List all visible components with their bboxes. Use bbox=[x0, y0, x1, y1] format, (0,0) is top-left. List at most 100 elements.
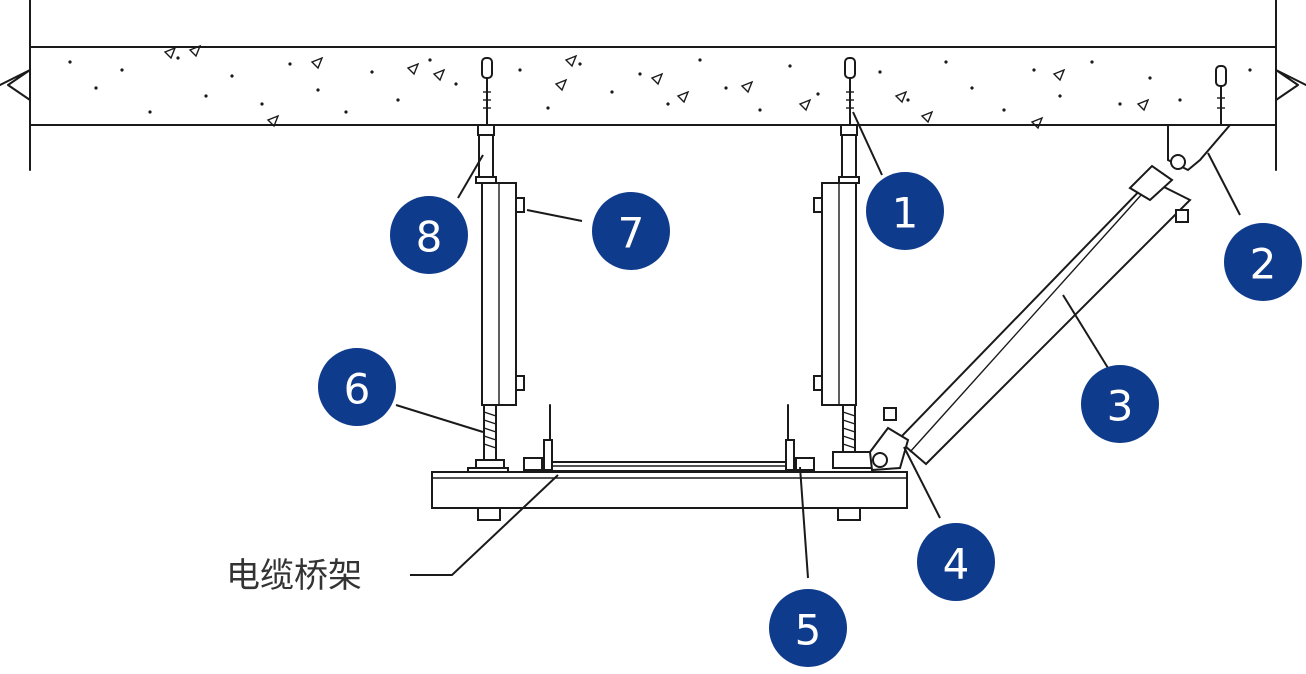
callout-badges: 1 2 3 4 5 6 7 8 bbox=[318, 172, 1302, 667]
badge-circle bbox=[769, 589, 847, 667]
leader-2 bbox=[1207, 152, 1241, 216]
aggregate-speck bbox=[758, 108, 762, 112]
badge-8: 8 bbox=[390, 196, 468, 274]
badge-circle bbox=[917, 523, 995, 601]
badge-5: 5 bbox=[769, 589, 847, 667]
aggregate-stone bbox=[432, 68, 446, 82]
badge-number: 6 bbox=[344, 365, 371, 414]
aggregate-speck bbox=[176, 56, 180, 60]
cable-tray-label: 电缆桥架 bbox=[226, 556, 362, 596]
badge-2: 2 bbox=[1224, 223, 1302, 301]
aggregate-speck bbox=[944, 60, 948, 64]
aggregate-stone bbox=[310, 56, 324, 70]
badge-number: 3 bbox=[1107, 382, 1134, 431]
aggregate-stone bbox=[1136, 98, 1150, 112]
aggregate-speck bbox=[260, 102, 264, 106]
aggregate-speck bbox=[1118, 102, 1122, 106]
concrete-slab bbox=[0, 0, 1306, 171]
aggregate-speck bbox=[666, 102, 670, 106]
badge-number: 2 bbox=[1250, 240, 1277, 289]
aggregate-speck bbox=[344, 110, 348, 114]
aggregate-stone bbox=[163, 46, 177, 60]
aggregate-speck bbox=[578, 62, 582, 66]
aggregate-speck bbox=[698, 58, 702, 62]
aggregate-stone bbox=[740, 80, 754, 94]
aggregate-stone bbox=[676, 90, 690, 104]
aggregate-speck bbox=[518, 68, 522, 72]
aggregate-speck bbox=[148, 110, 152, 114]
leader-3 bbox=[1062, 294, 1109, 369]
concrete-aggregate-texture bbox=[68, 44, 1252, 130]
aggregate-speck bbox=[230, 74, 234, 78]
badge-circle bbox=[592, 192, 670, 270]
diagonal-brace bbox=[868, 124, 1233, 472]
aggregate-speck bbox=[1090, 60, 1094, 64]
aggregate-stone bbox=[798, 98, 812, 112]
badge-circle bbox=[1224, 223, 1302, 301]
aggregate-speck bbox=[724, 86, 728, 90]
anchor-bolt-left bbox=[481, 57, 493, 126]
aggregate-stone bbox=[188, 44, 202, 58]
aggregate-speck bbox=[970, 86, 974, 90]
aggregate-speck bbox=[1002, 108, 1006, 112]
aggregate-speck bbox=[370, 70, 374, 74]
aggregate-speck bbox=[638, 72, 642, 76]
badge-circle bbox=[866, 172, 944, 250]
aggregate-stone bbox=[1052, 68, 1066, 82]
left-hanger bbox=[467, 124, 525, 521]
aggregate-speck bbox=[788, 64, 792, 68]
badge-1: 1 bbox=[866, 172, 944, 250]
badge-circle bbox=[318, 348, 396, 426]
leader-4 bbox=[903, 446, 941, 519]
badge-number: 1 bbox=[892, 189, 919, 238]
bottom-beam bbox=[431, 471, 908, 509]
badge-circle bbox=[390, 196, 468, 274]
aggregate-speck bbox=[816, 92, 820, 96]
leader-8 bbox=[457, 154, 484, 199]
aggregate-speck bbox=[68, 60, 72, 64]
badge-7: 7 bbox=[592, 192, 670, 270]
right-hanger bbox=[813, 124, 874, 521]
anchor-bolt-right bbox=[844, 57, 856, 126]
aggregate-stone bbox=[554, 78, 568, 92]
aggregate-speck bbox=[204, 94, 208, 98]
cable-tray bbox=[523, 404, 815, 472]
leader-6 bbox=[395, 404, 484, 433]
aggregate-stone bbox=[650, 72, 664, 86]
aggregate-speck bbox=[94, 86, 98, 90]
aggregate-speck bbox=[288, 62, 292, 66]
aggregate-stone bbox=[920, 110, 934, 124]
anchor-bolt-brace bbox=[1215, 65, 1227, 126]
aggregate-stone bbox=[1030, 116, 1044, 130]
leader-5 bbox=[799, 466, 809, 579]
aggregate-speck bbox=[428, 58, 432, 62]
aggregate-speck bbox=[316, 88, 320, 92]
badge-number: 4 bbox=[943, 540, 970, 589]
aggregate-stone bbox=[406, 62, 420, 76]
aggregate-speck bbox=[546, 106, 550, 110]
badge-number: 8 bbox=[416, 213, 443, 262]
badge-3: 3 bbox=[1081, 365, 1159, 443]
aggregate-speck bbox=[1032, 68, 1036, 72]
aggregate-stone bbox=[894, 90, 908, 104]
leader-1 bbox=[852, 111, 883, 176]
badge-circle bbox=[1081, 365, 1159, 443]
aggregate-speck bbox=[120, 68, 124, 72]
badge-4: 4 bbox=[917, 523, 995, 601]
aggregate-speck bbox=[1178, 98, 1182, 102]
aggregate-speck bbox=[396, 98, 400, 102]
leader-7 bbox=[526, 209, 583, 222]
aggregate-speck bbox=[610, 90, 614, 94]
aggregate-speck bbox=[1148, 76, 1152, 80]
aggregate-speck bbox=[454, 82, 458, 86]
aggregate-speck bbox=[1248, 68, 1252, 72]
aggregate-stone bbox=[564, 54, 578, 68]
badge-number: 7 bbox=[618, 209, 645, 258]
aggregate-speck bbox=[878, 70, 882, 74]
aggregate-speck bbox=[1058, 94, 1062, 98]
aggregate-stone bbox=[266, 114, 280, 128]
aggregate-speck bbox=[906, 98, 910, 102]
leader-lines bbox=[395, 111, 1241, 579]
badge-6: 6 bbox=[318, 348, 396, 426]
